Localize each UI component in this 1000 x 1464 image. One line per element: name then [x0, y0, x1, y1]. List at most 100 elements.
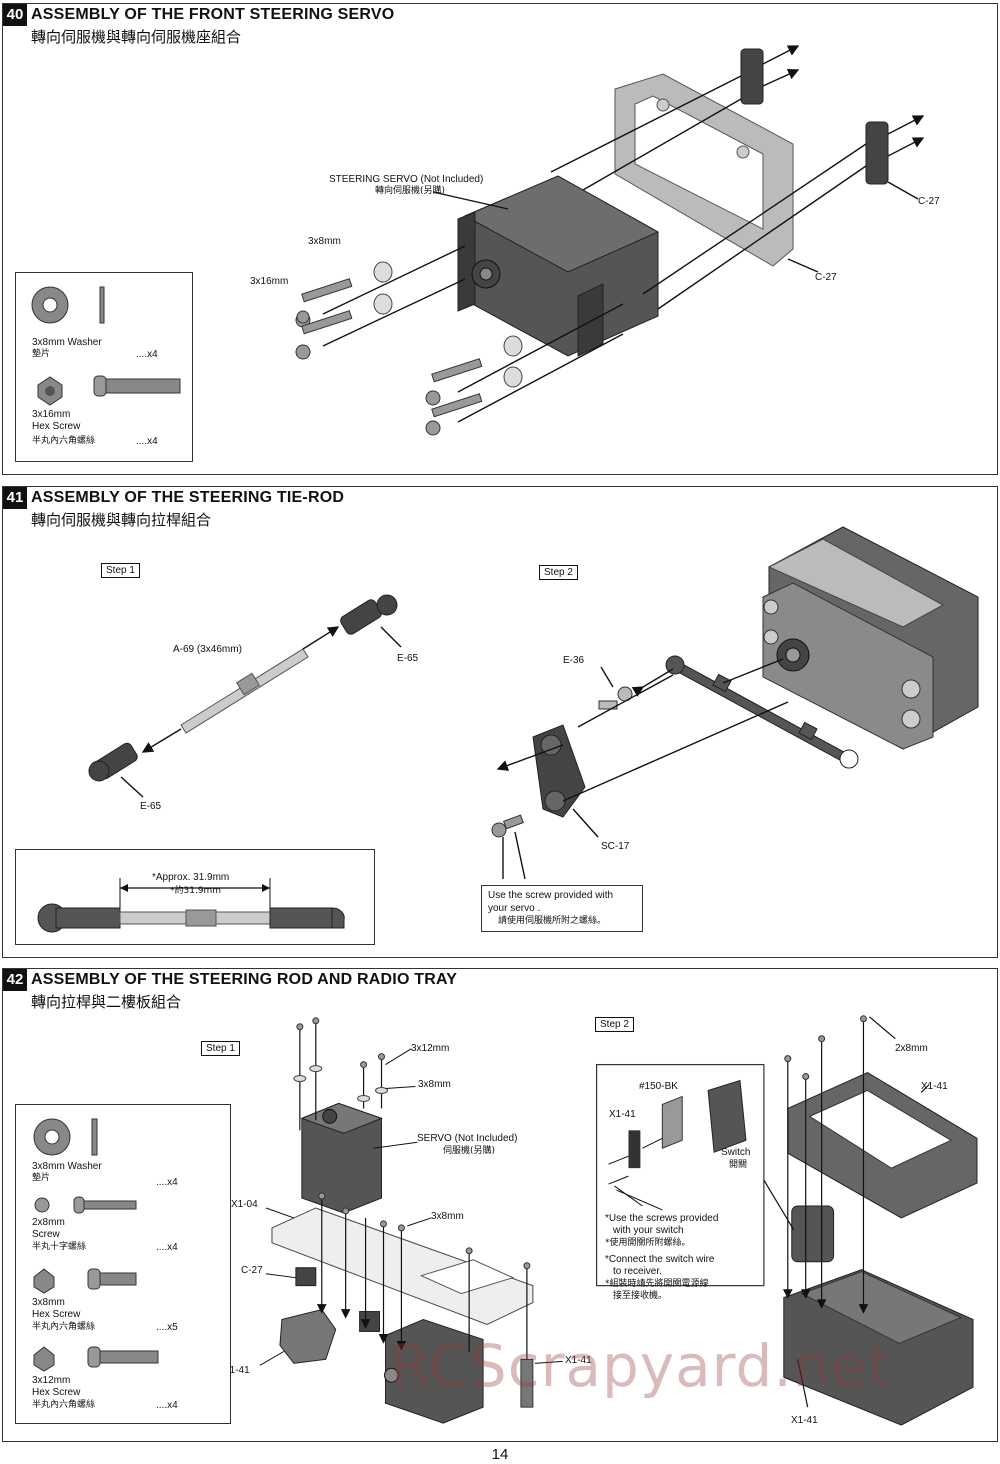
- note-line: to receiver.: [613, 1266, 662, 1277]
- assembly-lines: [322, 45, 925, 423]
- radio-box: [783, 1269, 974, 1426]
- rod-end-bottom: [88, 742, 138, 782]
- part-qty: ....x4: [156, 1177, 178, 1188]
- note-line: Use the screw provided with: [488, 890, 614, 901]
- parts-list: 3x8mm Washer 墊片 ....x4 3x16mm Hex Screw …: [15, 272, 193, 462]
- servo-mount-exploded-diagram: [295, 45, 925, 436]
- rod-end-label-top: E-65: [397, 653, 419, 664]
- switch-label: Switch: [721, 1147, 751, 1158]
- step1-lines: [120, 626, 402, 798]
- radio-tray-plate: [271, 1207, 534, 1326]
- note-line: your servo .: [488, 903, 541, 914]
- leader-lines: [259, 1048, 563, 1366]
- step-number: 41: [3, 487, 27, 509]
- screw-3x8-label: 3x8mm: [418, 1079, 451, 1090]
- tie-rod-diagram: [88, 526, 979, 880]
- part-name-cn: 半丸內六角螺絲: [32, 1322, 96, 1332]
- part-name-2: Hex Screw: [32, 1387, 81, 1398]
- step2-lines: [496, 658, 789, 880]
- part-name: 3x8mm Washer: [32, 337, 102, 348]
- rod-end-top: [340, 594, 398, 635]
- mount-blocks-c27: [740, 48, 889, 185]
- part-qty: ....x5: [156, 1322, 178, 1333]
- note-line-cn: 請使用伺服機所附之螺絲。: [498, 916, 607, 926]
- switch-mounted: [791, 1205, 835, 1263]
- step-number: 42: [3, 969, 27, 991]
- part-name: 3x8mm: [32, 1297, 65, 1308]
- servo-horn-label: SC-17: [601, 841, 630, 852]
- section-title: ASSEMBLY OF THE STEERING TIE-ROD: [31, 489, 345, 506]
- parts-icons: [31, 286, 181, 406]
- hex-screws: [295, 278, 483, 436]
- steering-servo: [457, 175, 660, 357]
- part-name-cn: 墊片: [32, 349, 51, 359]
- washers: [293, 1065, 388, 1102]
- step-1-label: Step 1: [101, 563, 140, 578]
- switch-mount-label: #150-BK: [639, 1081, 678, 1092]
- note-line-cn: *組裝時請先將開關電源線: [605, 1279, 709, 1289]
- radio-tray-frame-x141: [787, 1071, 978, 1219]
- post-label-x141: X1-41: [565, 1355, 592, 1366]
- note-line-cn: *使用開關所附螺絲。: [605, 1238, 691, 1248]
- step2-screw-guides: [763, 1016, 930, 1408]
- section-subtitle: 轉向拉桿與二樓板組合: [31, 993, 182, 1011]
- parts-icons: [33, 1118, 159, 1372]
- servo-bottom: [383, 1318, 484, 1424]
- screw-heads: [296, 1017, 531, 1270]
- page-number: 14: [491, 1446, 509, 1463]
- part-qty: ....x4: [136, 349, 158, 360]
- rod-length-label-cn: *約31.9mm: [170, 886, 222, 896]
- washer-label: 3x8mm: [308, 236, 341, 247]
- plate-label-x104: X1-04: [231, 1199, 258, 1210]
- section-title: ASSEMBLY OF THE STEERING ROD AND RADIO T…: [31, 971, 458, 988]
- rod-end-label-bottom: E-65: [140, 801, 162, 812]
- rod-length-illustration: [37, 878, 345, 933]
- part-qty: ....x4: [156, 1400, 178, 1411]
- rod-length-label: *Approx. 31.9mm: [152, 872, 230, 883]
- parts-list: 3x8mm Washer 墊片 ....x4 2x8mm Screw 半丸十字螺…: [15, 1104, 231, 1424]
- switch-plate-label: X1-41: [609, 1109, 636, 1120]
- part-name-cn: 墊片: [32, 1173, 51, 1183]
- section-42: 42 ASSEMBLY OF THE STEERING ROD AND RADI…: [2, 968, 998, 1442]
- servo-mount-frame: [614, 73, 794, 267]
- tray-label-x141: X1-41: [921, 1081, 948, 1092]
- step-2-label: Step 2: [595, 1017, 634, 1032]
- servo-with-mount: [762, 526, 979, 750]
- part-name-cn: 半丸內六角螺絲: [32, 436, 96, 446]
- part-name: 3x8mm Washer: [32, 1161, 102, 1172]
- rod-label: A-69 (3x46mm): [173, 644, 242, 655]
- switch-notes: *Use the screws provided with your switc…: [605, 1213, 718, 1302]
- block-label-c27: C-27: [241, 1265, 263, 1276]
- step-1-label: Step 1: [201, 1041, 240, 1056]
- part-name-2: Screw: [32, 1229, 60, 1240]
- servo-label: STEERING SERVO (Not Included): [329, 174, 484, 185]
- radio-tray-diagram: [259, 1015, 978, 1426]
- section-41: 41 ASSEMBLY OF THE STEERING TIE-ROD 轉向伺服…: [2, 486, 998, 958]
- step-2-label: Step 2: [539, 565, 578, 580]
- note-line: *Connect the switch wire: [605, 1254, 715, 1265]
- mount-block-label: C-27: [918, 196, 940, 207]
- servo-label-cn: 伺服機(另購): [443, 1146, 496, 1156]
- section-subtitle: 轉向伺服機與轉向拉桿組合: [31, 511, 212, 529]
- horn-screw: [491, 814, 524, 838]
- part-name: 3x16mm: [32, 409, 71, 420]
- note-line-cn: 接至接收機。: [613, 1291, 668, 1301]
- servo-horn-sc17: [532, 724, 586, 818]
- part-qty: ....x4: [156, 1242, 178, 1253]
- assembled-tie-rod: [665, 655, 859, 769]
- steering-plate-x141: [279, 1308, 337, 1364]
- switch-label-cn: 開關: [729, 1160, 748, 1170]
- part-name: 2x8mm: [32, 1217, 65, 1228]
- plate-label-x141: X1-41: [223, 1365, 250, 1376]
- note-line: with your switch: [613, 1225, 684, 1236]
- part-name: 3x12mm: [32, 1375, 71, 1386]
- section-title: ASSEMBLY OF THE FRONT STEERING SERVO: [31, 6, 395, 23]
- servo-label-cn: 轉向伺服機(另購): [375, 186, 446, 196]
- servo-label: SERVO (Not Included): [417, 1133, 518, 1144]
- switch-assembly: [608, 1079, 747, 1211]
- box-label-x141: X1-41: [791, 1415, 818, 1426]
- screw-3x8-label-2: 3x8mm: [431, 1211, 464, 1222]
- ball-stud-label: E-36: [563, 655, 585, 666]
- mount-frame-label: C-27: [815, 272, 837, 283]
- part-name-cn: 半丸十字螺絲: [32, 1242, 87, 1252]
